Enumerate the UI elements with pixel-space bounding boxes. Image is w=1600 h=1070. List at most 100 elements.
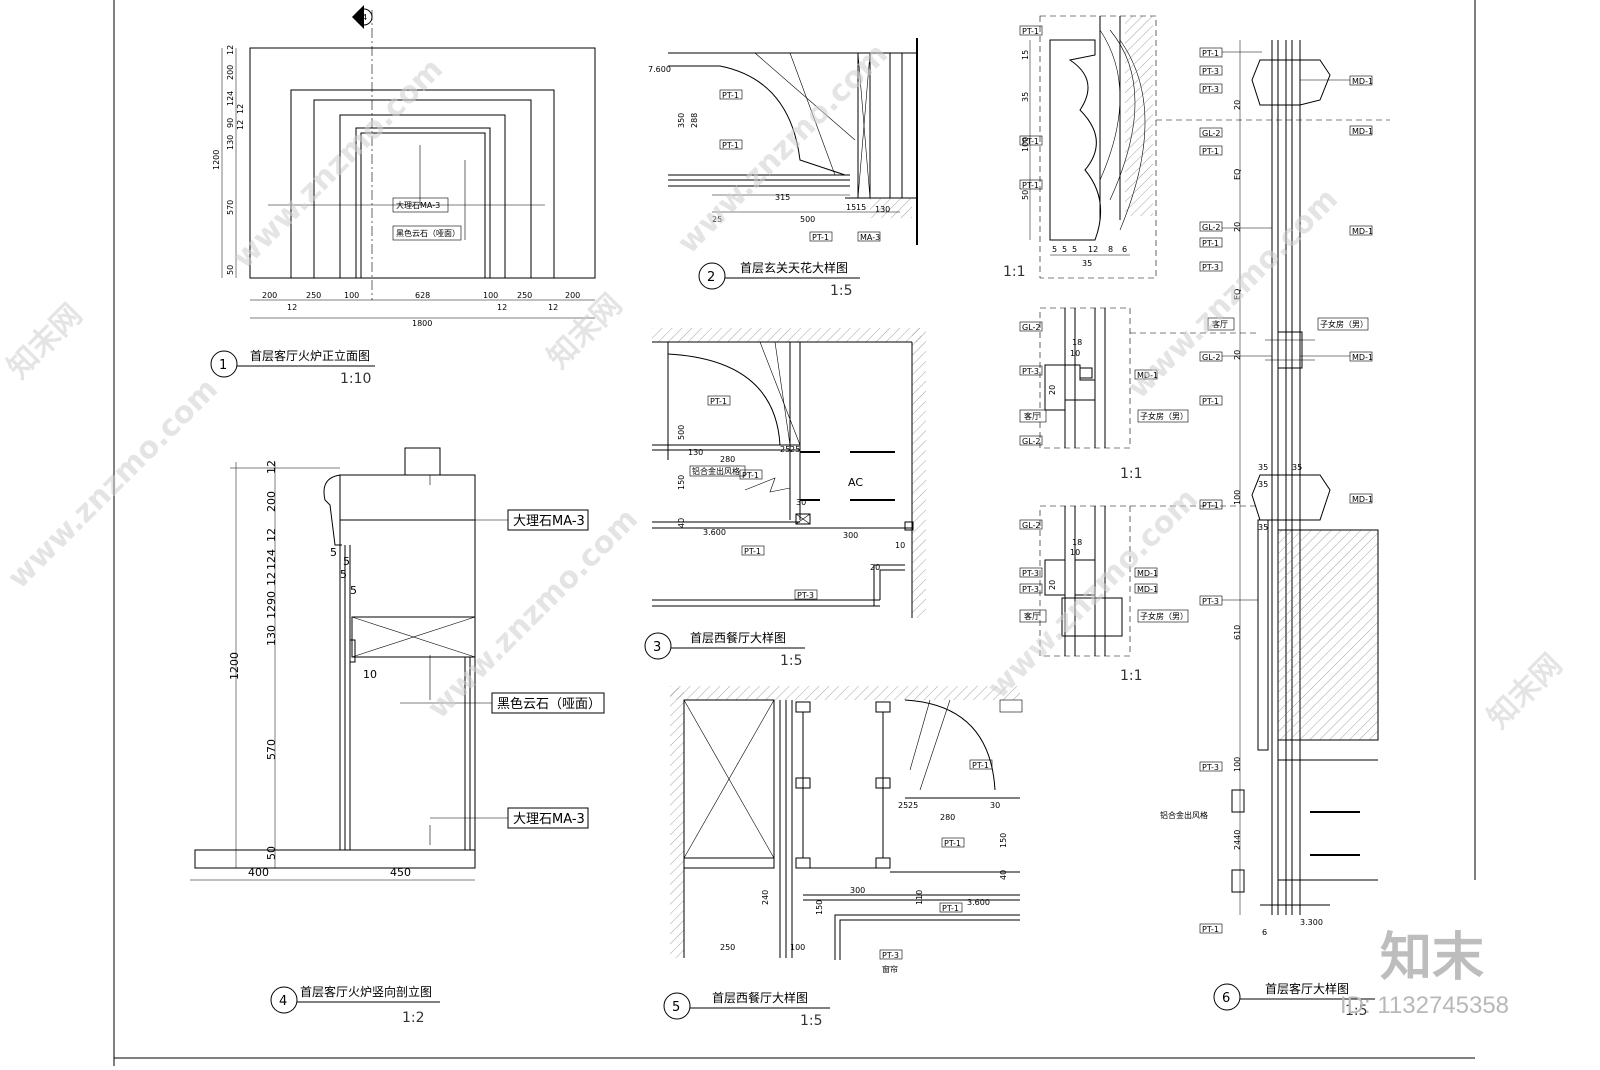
detail5-tag: PT-1 [942,904,959,913]
detail6-dim: EQ [1233,169,1242,180]
detail2-level: 7.600 [648,65,671,74]
watermark-brand: 知末网 [1,297,89,385]
detail5-dim: 25 [898,801,908,810]
detail3-level: 3.600 [703,528,726,537]
profile-dim: 8 [1108,245,1113,254]
drawing-4-number: 4 [279,994,287,1009]
elevation-dim: 200 [226,65,235,80]
section4-dim: 5 [343,555,350,568]
section4-dim: 10 [363,668,377,681]
joint1-room: 客厅 [1024,411,1040,421]
joint1-tag: GL-2 [1022,437,1041,446]
drawing-2-entry-ceiling-detail: 7.600 315 500 130 15 15 25 350 288 PT-1 … [648,38,918,299]
detail6-room: 子女房（男） [1320,319,1368,329]
detail2-dim: 350 [677,113,686,128]
joint2-dim: 20 [1048,580,1057,590]
profile-dim: 5 [1062,245,1067,254]
detail6-tag: PT-3 [1202,597,1219,606]
detail6-dim: 35 [1292,463,1302,472]
elevation-dim: 250 [306,291,321,300]
detail2-dim: 15 [846,203,856,212]
detail3-dim: 40 [677,518,686,528]
joint2-tag: MD-1 [1137,569,1158,578]
joint1-tag: GL-2 [1022,323,1041,332]
detail3-dim: 30 [796,498,806,507]
section4-label-marble-top: 大理石MA-3 [513,514,585,529]
section4-dim: 5 [340,568,347,581]
drawing-1-title: 首层客厅火炉正立面图 [250,348,370,363]
detail5-curtain: 窗帘 [882,964,898,974]
detail3-dim: 500 [677,425,686,440]
detail3-dim: 130 [688,448,703,457]
drawing-2-number: 2 [707,270,715,285]
detail5-tag: PT-1 [972,761,989,770]
detail6-dim: EQ [1233,289,1242,300]
detail5-dim: 110 [915,890,924,905]
detail6-tag: PT-1 [1202,501,1219,510]
detail6-dim: 100 [1233,757,1242,772]
drawing-1-scale: 1:10 [340,371,371,387]
elevation-total-width: 1800 [412,319,432,328]
detail6-tag: MD-1 [1352,127,1373,136]
detail6-tag: GL-2 [1202,223,1221,232]
detail5-dim: 250 [720,943,735,952]
joint1-tag: PT-3 [1022,367,1039,376]
watermark-site: www.znzmo.com [226,52,450,276]
section4-dim: 200 [265,491,278,512]
watermark-site: www.znzmo.com [1121,182,1345,406]
profile-dim: 35 [1021,92,1030,102]
detail6-dim: 2440 [1233,830,1242,850]
drawing-1-number: 1 [219,358,227,373]
elevation-label-cloud: 黑色云石（哑面） [396,228,460,238]
joint2-scale: 1:1 [1120,668,1143,684]
joint1-scale: 1:1 [1120,466,1143,482]
drawing-4-title: 首层客厅火炉竖向剖立图 [300,984,432,999]
profile-tag: PT-1 [1022,181,1039,190]
detail6-dim: 20 [1233,100,1242,110]
detail3-tag: PT-1 [710,397,727,406]
detail6-tag: PT-1 [1202,397,1219,406]
detail6-tag: MD-1 [1352,227,1373,236]
detail6-dim: 35 [1258,523,1268,532]
drawing-5-dining-detail: 25 25 280 30 300 40 150 250 100 240 150 … [663,686,1023,1029]
detail3-tag: PT-3 [797,591,814,600]
image-id: ID: 1132745358 [1340,992,1509,1019]
detail2-tag: PT-1 [722,141,739,150]
detail2-tag: PT-1 [812,233,829,242]
detail3-dim: 280 [720,455,735,464]
section4-dim: 5 [330,546,337,559]
detail6-tag: PT-3 [1202,263,1219,272]
drawing-5-number: 5 [672,1000,680,1015]
detail3-ac: AC [848,476,863,489]
drawing-3-title: 首层西餐厅大样图 [690,630,786,645]
detail5-dim: 30 [990,801,1000,810]
drawing-6-scale: 1:5 [1345,1003,1368,1019]
drawing-5-scale: 1:5 [800,1013,823,1029]
section4-dim: 570 [265,739,278,760]
watermark-site: www.znzmo.com [1,372,225,596]
joint2-room: 子女房（男） [1140,611,1188,621]
detail5-dim: 150 [815,900,824,915]
elevation-dim: 124 [226,91,235,106]
joint2-tag: MD-1 [1137,585,1158,594]
detail3-label-vent: 铝合金出风格 [692,466,740,476]
elevation-dim: 100 [344,291,359,300]
joint1-room: 子女房（男） [1140,411,1188,421]
detail6-dim: 100 [1233,490,1242,505]
detail6-label-vent: 铝合金出风格 [1160,810,1208,820]
detail6-dim: 35 [1258,480,1268,489]
elevation-dim: 100 [483,291,498,300]
elevation-dim: 12 [236,120,245,130]
detail5-tag: PT-1 [944,839,961,848]
section4-dim: 130 [265,625,278,646]
joint1-tag: MD-1 [1137,371,1158,380]
joint2-tag: PT-3 [1022,585,1039,594]
profile-scale: 1:1 [1003,264,1026,280]
section4-dim: 12 [265,460,278,474]
elevation-dim: 200 [565,291,580,300]
detail6-tag: PT-3 [1202,67,1219,76]
detail6-dim: 6 [1262,928,1267,937]
detail6-dim: 35 [1258,463,1268,472]
